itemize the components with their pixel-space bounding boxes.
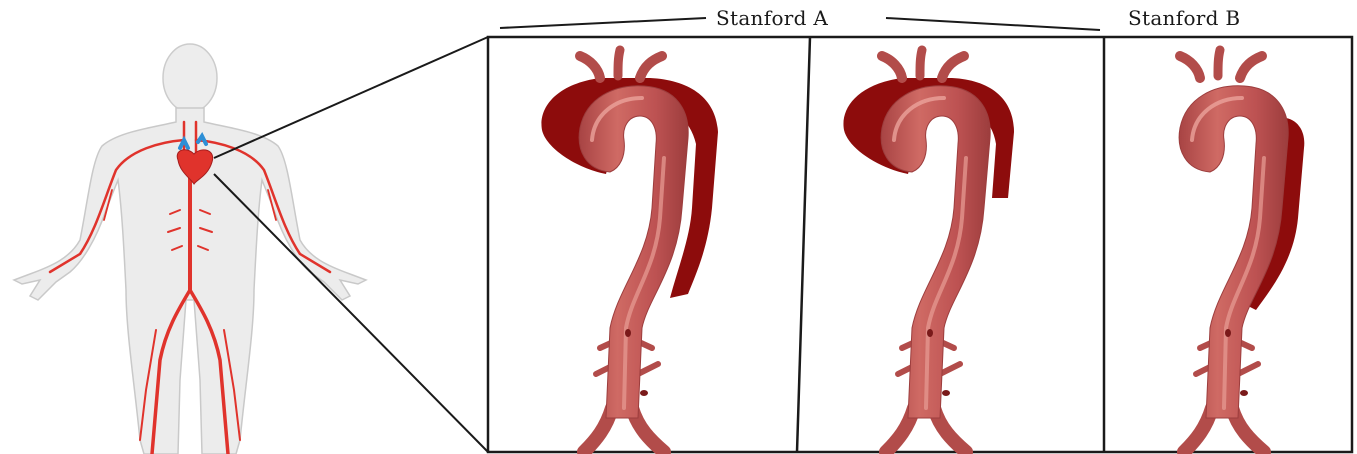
aorta-panel-type-a-extended [541,50,718,452]
zoom-line-bottom [214,174,488,452]
aorta-panel-type-b [1170,50,1304,452]
human-body-figure [14,44,366,454]
stanford-a-label: Stanford A [716,6,828,30]
stanford-b-label: Stanford B [1128,6,1240,30]
zoom-line-top [214,37,488,158]
aorta-panel-type-a-proximal [843,50,1014,452]
stanford-a-bracket-left [500,18,706,28]
stanford-a-bracket-right [886,18,1100,30]
body-head [163,44,217,112]
